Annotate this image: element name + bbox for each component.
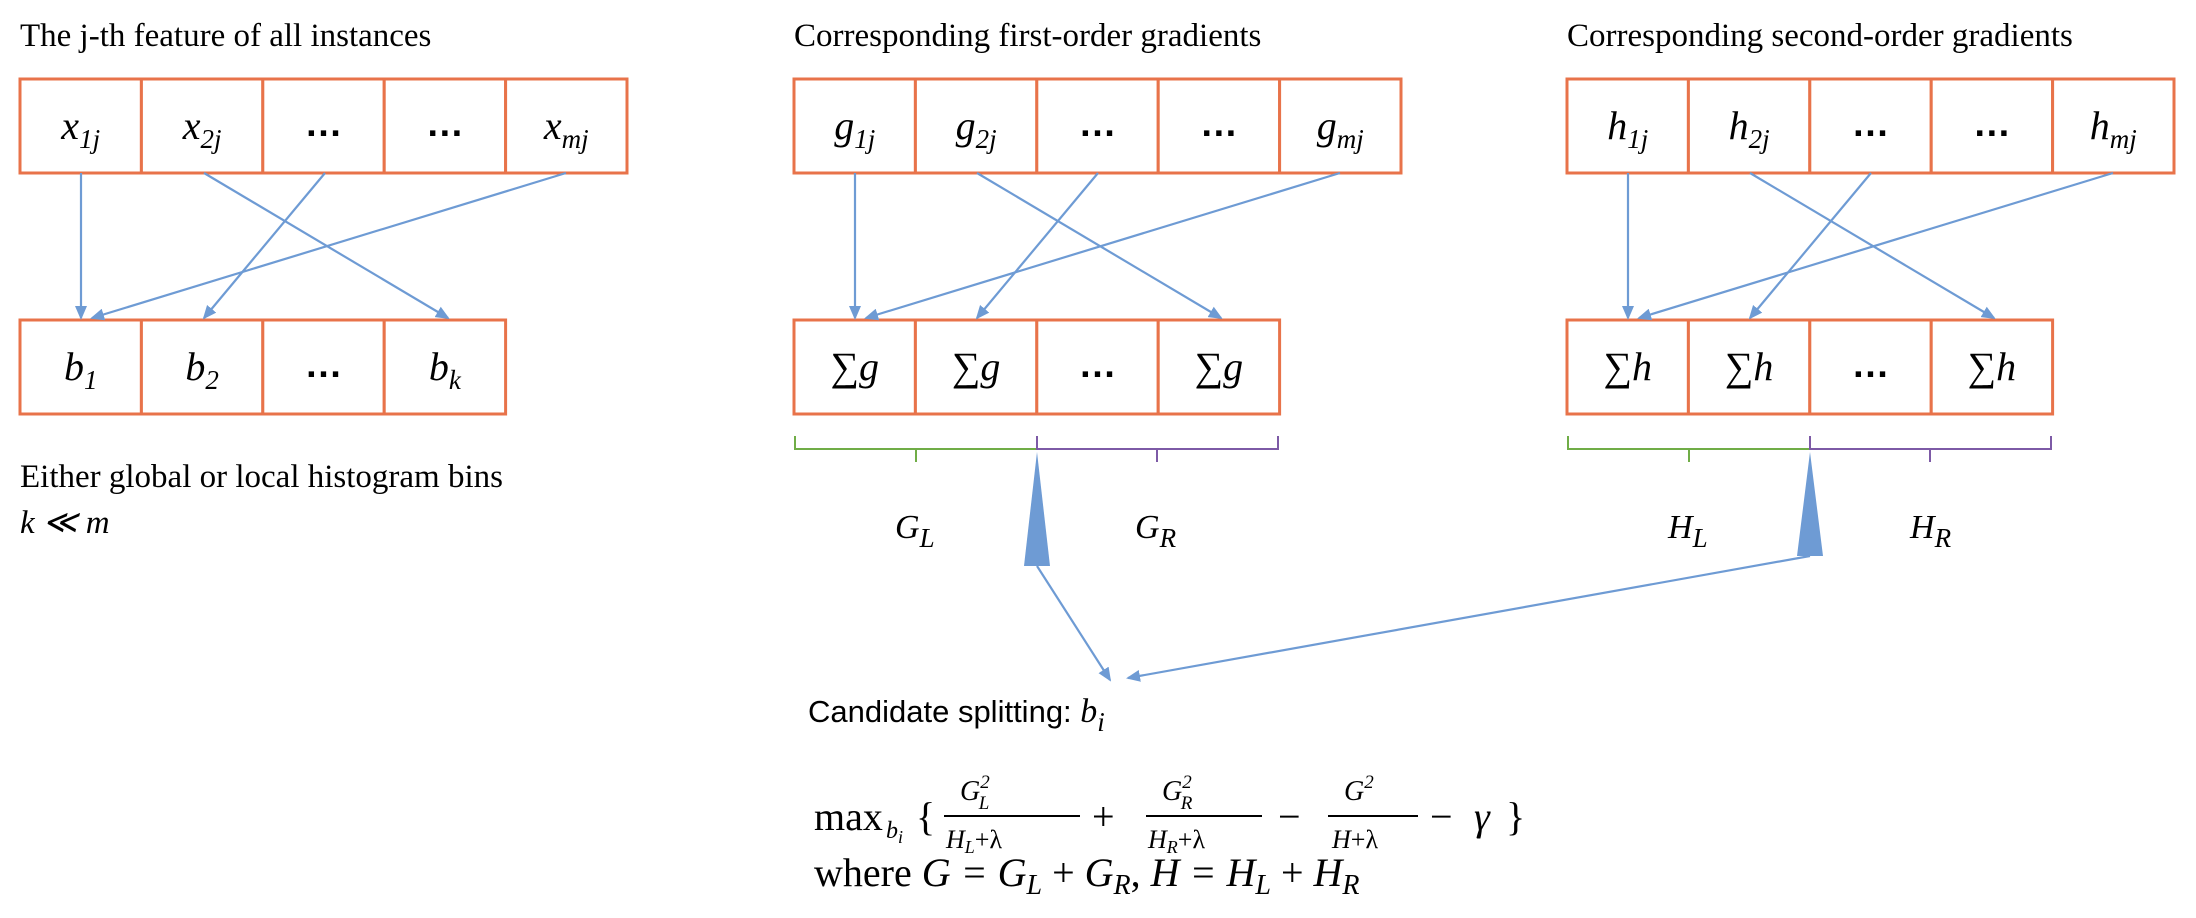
gl-label: GL xyxy=(895,509,935,553)
g-to-sum-arrows xyxy=(849,171,1341,321)
bin-cell-box xyxy=(139,318,265,416)
sum-h-cell: ∑h xyxy=(1968,344,2017,389)
sum-h-cell: ∑h xyxy=(1603,344,1652,389)
second-order-cell-box xyxy=(2051,77,2176,175)
sum-h-cell: … xyxy=(1852,344,1890,386)
formula-plus: + xyxy=(1092,794,1115,839)
arrow-gm-sum1 xyxy=(864,171,1341,321)
hr-brace xyxy=(1809,436,2052,462)
frac2-denominator: HR+λ xyxy=(1147,825,1205,857)
arrow-dots-b2 xyxy=(202,172,326,320)
first-order-cell-box xyxy=(792,77,917,175)
first-order-cell-box xyxy=(913,77,1039,175)
first-order-cell-box xyxy=(1278,77,1403,175)
arrow-gdots-sum2 xyxy=(975,172,1099,320)
arrow-h2-sum4 xyxy=(1749,172,1996,320)
sum-g-cell-box xyxy=(1156,318,1282,416)
bin-cell: b1 xyxy=(64,344,98,395)
hr-label: HR xyxy=(1909,509,1952,553)
second-order-cell-box xyxy=(1686,77,1812,175)
sum-g-cell: ∑g xyxy=(1195,344,1244,389)
hl-label: HL xyxy=(1667,509,1708,553)
arrow-xm-b1 xyxy=(90,171,567,321)
arrow-hsplit-candidate xyxy=(1126,554,1811,682)
h-to-sum-arrows xyxy=(1622,171,2114,321)
bin-cell: b2 xyxy=(185,344,219,395)
feature-cell-box xyxy=(261,77,386,175)
feature-cell-box xyxy=(504,77,629,175)
arrow-hdots-sum2 xyxy=(1748,172,1872,320)
feature-cell: xmj xyxy=(543,103,589,154)
gl-brace xyxy=(794,436,1038,462)
feature-cell: … xyxy=(426,103,464,145)
formula-minus-2: − xyxy=(1430,794,1453,839)
bin-cell-box xyxy=(382,318,508,416)
second-order-cell: h2j xyxy=(1729,103,1770,154)
sum-g-cell: ∑g xyxy=(952,344,1001,389)
second-order-cell-box xyxy=(1929,77,2055,175)
frac1-denominator: HL+λ xyxy=(945,825,1002,857)
frac3-denominator: H+λ xyxy=(1331,825,1378,854)
second-order-cell: … xyxy=(1852,103,1890,145)
bin-cell: … xyxy=(305,344,343,386)
split-pointer-g xyxy=(1024,452,1050,566)
first-order-cell: g1j xyxy=(834,103,875,154)
feature-cell-box xyxy=(18,77,143,175)
first-order-heading: Corresponding first-order gradients xyxy=(794,18,1261,54)
second-order-cell: h1j xyxy=(1607,103,1648,154)
sum-g-cell: ∑g xyxy=(830,344,879,389)
second-order-heading: Corresponding second-order gradients xyxy=(1567,18,2073,54)
feature-to-bin-arrows xyxy=(75,171,567,321)
gr-brace xyxy=(1036,436,1279,462)
sum-h-cell-box xyxy=(1929,318,2055,416)
formula-where-line: where G = GL + GR, H = HL + HR xyxy=(814,850,1360,901)
formula-minus-1: − xyxy=(1278,794,1301,839)
bins-note-line1: Either global or local histogram bins xyxy=(20,459,503,495)
formula-close-brace: } xyxy=(1506,794,1525,839)
hl-brace xyxy=(1567,436,1811,462)
formula-open-brace: { xyxy=(916,794,935,839)
feature-cell: x2j xyxy=(182,103,222,154)
sum-h-cell: ∑h xyxy=(1725,344,1774,389)
arrow-gsplit-candidate xyxy=(1036,565,1112,682)
frac3-numerator: G2 xyxy=(1344,772,1374,807)
sum-g-cell-box xyxy=(1035,318,1160,416)
bins-note-line2: k ≪ m xyxy=(20,505,110,541)
cell-rows: x1j x2j … … xmj b1 b2 … bk g1j g2j … … gmj ∑g ∑g … ∑g h1j h… xyxy=(18,77,2176,416)
formula-max: max xyxy=(814,794,883,839)
bin-cell-box xyxy=(18,318,143,416)
first-order-cell: … xyxy=(1079,103,1117,145)
arrow-g2-sum4 xyxy=(976,172,1223,320)
first-order-cell: gmj xyxy=(1317,103,1364,154)
bin-cell-box xyxy=(261,318,386,416)
second-order-cell: hmj xyxy=(2090,103,2137,154)
bin-cell: bk xyxy=(429,344,462,395)
sum-h-cell-box xyxy=(1808,318,1933,416)
feature-cell: … xyxy=(305,103,343,145)
formula-gamma: γ xyxy=(1474,794,1491,839)
feature-cell: x1j xyxy=(60,103,100,154)
first-order-cell: … xyxy=(1200,103,1238,145)
first-order-cell: g2j xyxy=(956,103,997,154)
gr-label: GR xyxy=(1135,509,1177,553)
second-order-cell: … xyxy=(1973,103,2011,145)
sum-g-cell: … xyxy=(1079,344,1117,386)
candidate-splitting: Candidate splitting: bi xyxy=(808,693,1105,737)
formula-max-sub: bi xyxy=(886,818,903,847)
split-pointer-h xyxy=(1797,452,1823,556)
arrow-hm-sum1 xyxy=(1637,171,2114,321)
features-heading: The j-th feature of all instances xyxy=(20,18,431,54)
